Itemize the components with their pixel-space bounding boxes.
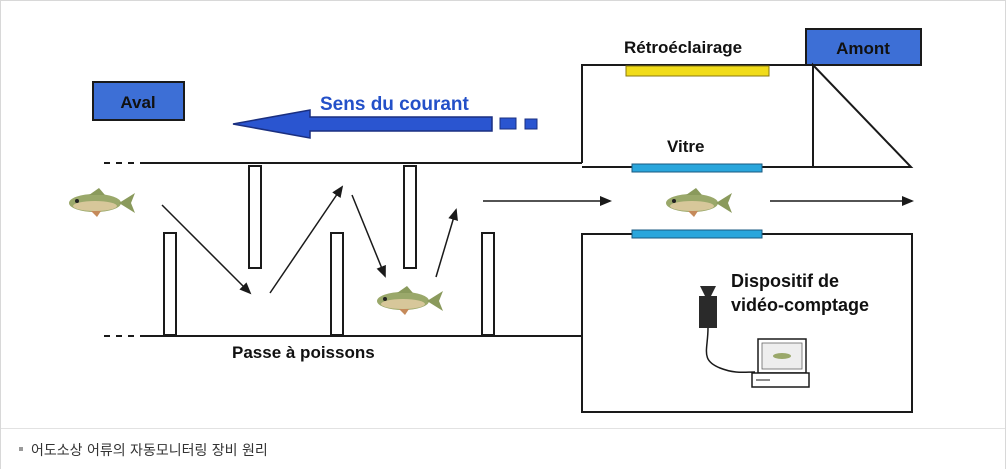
sens-du-courant-label: Sens du courant	[320, 94, 470, 115]
current-direction-arrow	[232, 109, 538, 139]
fish-path-arrows	[161, 185, 914, 295]
vitre-label: Vitre	[667, 137, 705, 156]
baffle-bottom-3	[481, 232, 495, 336]
baffle-top-1	[248, 165, 262, 269]
amont-label: Amont	[836, 39, 890, 58]
backlight-panel	[625, 65, 770, 77]
caption-bar: 어도소상 어류의 자동모니터링 장비 원리	[1, 428, 1005, 469]
amont-box: Amont	[805, 28, 922, 66]
passe-label: Passe à poissons	[232, 343, 375, 362]
fish-pass-diagram: Aval Amont Sens du courant	[69, 28, 922, 413]
computer-icon	[751, 338, 810, 388]
baffle-top-2	[403, 165, 417, 269]
fish-icon	[377, 286, 443, 315]
dispositif-label-line1: Dispositif de	[731, 271, 839, 291]
camera-chamber: Dispositif de vidéo-comptage	[581, 229, 913, 413]
fish-icon	[666, 188, 732, 217]
baffle-bottom-2	[330, 232, 344, 336]
aval-box: Aval	[92, 81, 185, 121]
baffles	[163, 165, 495, 336]
lower-glass	[631, 229, 763, 239]
aval-label: Aval	[120, 93, 155, 112]
fish-icon	[69, 188, 135, 217]
dispositif-label-line2: vidéo-comptage	[731, 295, 869, 315]
caption-bullet-icon	[19, 447, 23, 451]
figure-caption: 어도소상 어류의 자동모니터링 장비 원리	[31, 443, 268, 459]
baffle-bottom-1	[163, 232, 177, 336]
upper-glass: Vitre	[631, 137, 763, 173]
retroeclairage-label: Rétroéclairage	[624, 38, 742, 57]
camera-icon	[699, 286, 756, 374]
